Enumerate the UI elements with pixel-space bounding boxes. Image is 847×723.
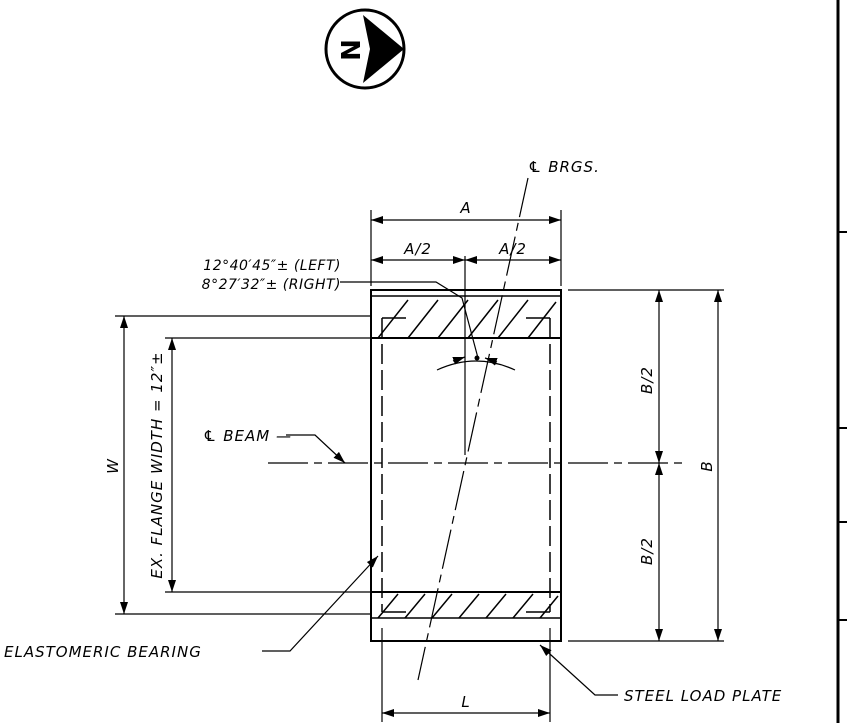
dimension-b bbox=[568, 289, 724, 642]
dim-a-half-right-label: A/2 bbox=[498, 240, 527, 258]
dim-w-label: W bbox=[104, 458, 122, 474]
angle-left-label: 12°40′45″± (LEFT) bbox=[203, 258, 341, 274]
title-block-border bbox=[836, 0, 847, 723]
bearing-outline bbox=[370, 338, 562, 592]
centerline-bearings-label: ℄ BRGS. bbox=[528, 158, 600, 176]
dim-b-label: B bbox=[698, 460, 716, 471]
dimension-w bbox=[115, 315, 371, 615]
steel-load-plate-label: STEEL LOAD PLATE bbox=[624, 687, 782, 705]
north-arrow-icon: N bbox=[324, 8, 406, 90]
dim-l-label: L bbox=[461, 693, 470, 711]
top-steel-plate bbox=[370, 289, 562, 339]
elastomeric-bearing-outline bbox=[381, 317, 551, 613]
skew-angle-arc bbox=[340, 281, 516, 371]
centerline-beam-label: ℄ BEAM — bbox=[203, 427, 292, 445]
bottom-steel-plate bbox=[370, 591, 562, 642]
dimension-l bbox=[381, 628, 551, 722]
dim-a-label: A bbox=[459, 199, 471, 217]
dim-b-half-bottom-label: B/2 bbox=[638, 537, 656, 565]
north-letter: N bbox=[337, 39, 367, 61]
flange-width-label: EX. FLANGE WIDTH = 12″± bbox=[148, 351, 166, 578]
elastomeric-bearing-label: ELASTOMERIC BEARING bbox=[4, 643, 202, 661]
dim-b-half-top-label: B/2 bbox=[638, 366, 656, 394]
dim-a-half-left-label: A/2 bbox=[403, 240, 432, 258]
dimension-a bbox=[370, 210, 562, 286]
angle-right-label: 8°27′32″± (RIGHT) bbox=[202, 277, 341, 293]
leader-lines bbox=[262, 434, 618, 696]
